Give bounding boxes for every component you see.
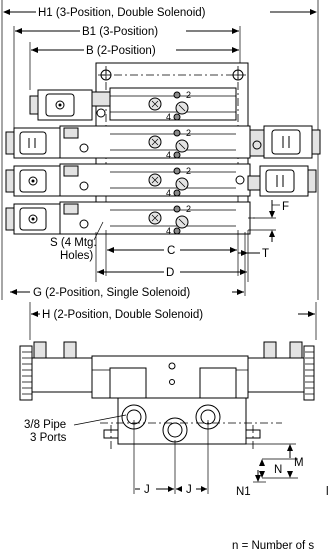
footnote: n = Number of s (232, 540, 314, 552)
f-label: F (282, 201, 289, 213)
port-4-label: 4 (166, 188, 171, 198)
port-4-label: 4 (166, 112, 171, 122)
valve-rows: 2 4 2 4 (59, 87, 265, 236)
j-left-label: J (144, 484, 150, 496)
port-2-label: 2 (186, 128, 191, 138)
dim-g: G (2-Position, Single Solenoid) (10, 232, 246, 299)
dim-h1: H1 (3-Position, Double Solenoid) (1, 0, 319, 300)
n-label: N (274, 464, 282, 476)
d-label: D (166, 267, 174, 279)
port-2-label: 2 (186, 204, 191, 214)
dim-b: B (2-Position) (29, 42, 239, 90)
pipe-label-line1: 3/8 Pipe (24, 419, 66, 431)
h1-label: H1 (3-Position, Double Solenoid) (38, 7, 206, 19)
g-label: G (2-Position, Single Solenoid) (33, 287, 190, 299)
dim-d: D (95, 232, 249, 282)
top-view: H1 (3-Position, Double Solenoid) B1 (3-P… (1, 0, 321, 340)
dim-n-m: N M N1 l (236, 443, 329, 498)
h-label: H (2-Position, Double Solenoid) (42, 309, 203, 321)
valve-row-3: 2 4 (59, 163, 261, 198)
b-label: B (2-Position) (86, 45, 156, 57)
dim-b1: B1 (3-Position) (13, 26, 241, 132)
solenoid-coil-icon (5, 89, 321, 235)
side-view: 3/8 Pipe 3 Ports J J N (19, 341, 329, 552)
n1-label: N1 (236, 486, 251, 498)
pipe-label-line2: 3 Ports (30, 432, 67, 444)
s-label-line1: S (4 Mtg. (50, 237, 97, 249)
cut-letter: l (326, 486, 329, 498)
port-4-label: 4 (166, 226, 171, 236)
port-2-label: 2 (186, 90, 191, 100)
dim-t: T (238, 230, 269, 262)
valve-row-2: 2 4 (59, 125, 265, 160)
t-label: T (262, 248, 269, 260)
dim-f: F (248, 200, 289, 242)
valve-row-4: 2 4 (59, 201, 251, 236)
c-label: C (167, 245, 175, 257)
m-label: M (294, 457, 304, 469)
dim-j: J J (133, 420, 209, 496)
b1-label: B1 (3-Position) (82, 26, 158, 38)
port-2-label: 2 (186, 166, 191, 176)
s-label-line2: Holes) (60, 250, 93, 262)
port-4-label: 4 (166, 150, 171, 160)
dim-h: H (2-Position, Double Solenoid) (29, 302, 317, 340)
valve-row-1: 2 4 (91, 87, 237, 122)
dim-s: S (4 Mtg. Holes) (50, 221, 104, 262)
j-right-label: J (186, 484, 192, 496)
